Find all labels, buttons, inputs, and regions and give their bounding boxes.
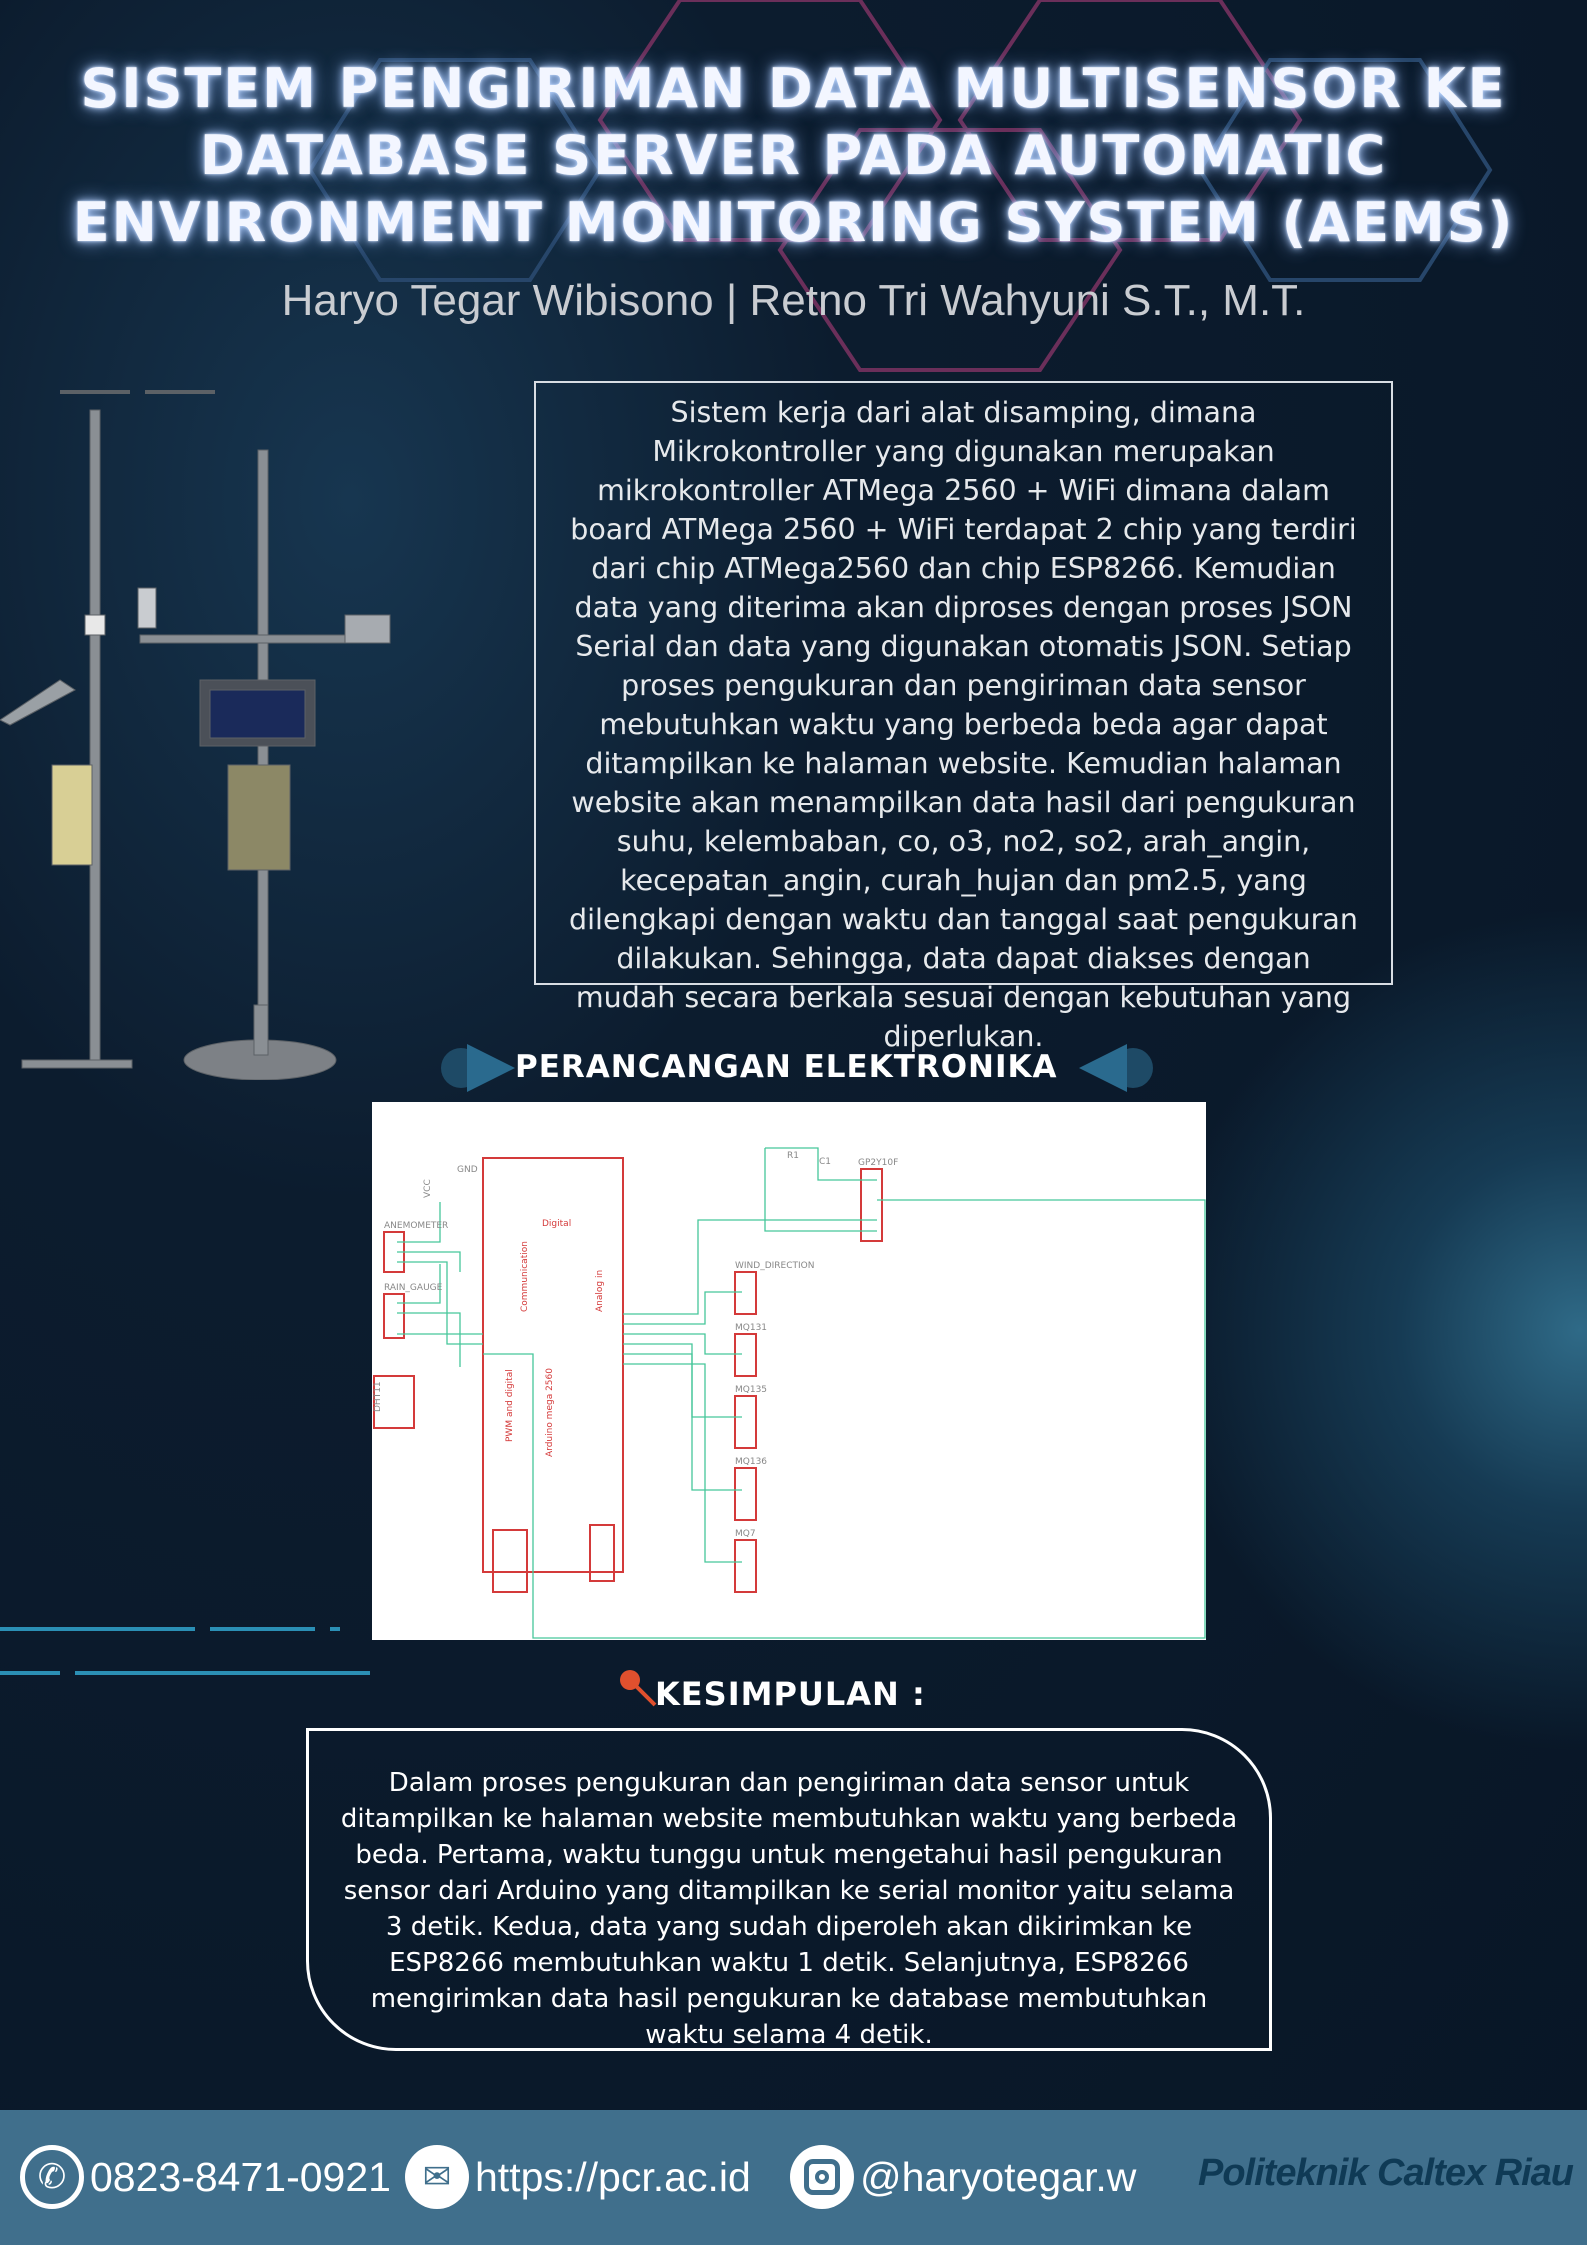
label-arduino-mega: Arduino mega 2560	[545, 1368, 555, 1457]
institution-logo: Politeknik Caltex Riau	[1198, 2152, 1574, 2194]
divider-line	[210, 1627, 315, 1631]
label-mq7: MQ7	[735, 1529, 756, 1539]
section-title-conclusion: KESIMPULAN :	[655, 1675, 926, 1713]
system-description: Sistem kerja dari alat disamping, dimana…	[534, 381, 1393, 1053]
poster-title: SISTEM PENGIRIMAN DATA MULTISENSOR KE DA…	[0, 55, 1587, 256]
section-banner-decoration	[441, 1044, 1153, 1092]
section-title-electronics: PERANCANGAN ELEKTRONIKA	[515, 1049, 1058, 1085]
label-mq131: MQ131	[735, 1323, 767, 1333]
label-mq136: MQ136	[735, 1457, 767, 1467]
phone-number: 0823-8471-0921	[90, 2153, 391, 2200]
divider-line	[0, 1627, 195, 1631]
label-vcc: VCC	[423, 1179, 433, 1198]
weather-station-illustration	[0, 390, 391, 1080]
label-communication: Communication	[520, 1241, 530, 1312]
label-rain-gauge: RAIN_GAUGE	[384, 1283, 443, 1293]
instagram-icon	[790, 2145, 854, 2209]
footer-instagram[interactable]: @haryotegar.w	[790, 2145, 1136, 2209]
title-line: SISTEM PENGIRIMAN DATA MULTISENSOR KE	[80, 57, 1507, 120]
mail-icon: ✉	[405, 2145, 469, 2209]
divider-line	[75, 1671, 370, 1675]
phone-icon: ✆	[20, 2145, 84, 2209]
label-wind-direction: WIND_DIRECTION	[735, 1261, 815, 1271]
circuit-schematic: ANEMOMETER RAIN_GAUGE DHT11 WIND_DIRECTI…	[372, 1102, 1206, 1640]
instagram-handle[interactable]: @haryotegar.w	[860, 2153, 1137, 2200]
label-pwm: PWM and digital	[505, 1369, 515, 1442]
conclusion-text: Dalam proses pengukuran dan pengiriman d…	[306, 1728, 1272, 2051]
label-r1: R1	[787, 1151, 799, 1161]
title-line: DATABASE SERVER PADA AUTOMATIC	[199, 124, 1388, 187]
label-gp2y10f: GP2Y10F	[858, 1158, 898, 1168]
label-mq135: MQ135	[735, 1385, 767, 1395]
footer-website[interactable]: ✉ https://pcr.ac.id	[405, 2145, 751, 2209]
hexagon-decoration	[307, 0, 1493, 372]
label-anemometer: ANEMOMETER	[384, 1221, 448, 1231]
footer-phone: ✆ 0823-8471-0921	[20, 2145, 391, 2209]
divider-line	[330, 1627, 340, 1631]
label-analog-in: Analog in	[595, 1270, 605, 1312]
title-line: ENVIRONMENT MONITORING SYSTEM (AEMS)	[72, 191, 1515, 254]
pin-icon	[620, 1670, 657, 1707]
label-gnd: GND	[457, 1165, 478, 1175]
authors: Haryo Tegar Wibisono | Retno Tri Wahyuni…	[281, 276, 1306, 325]
website-link[interactable]: https://pcr.ac.id	[475, 2153, 751, 2200]
divider-line	[0, 1671, 60, 1675]
label-c1: C1	[819, 1157, 831, 1167]
label-digital: Digital	[542, 1219, 571, 1229]
label-dht11: DHT11	[373, 1381, 383, 1412]
